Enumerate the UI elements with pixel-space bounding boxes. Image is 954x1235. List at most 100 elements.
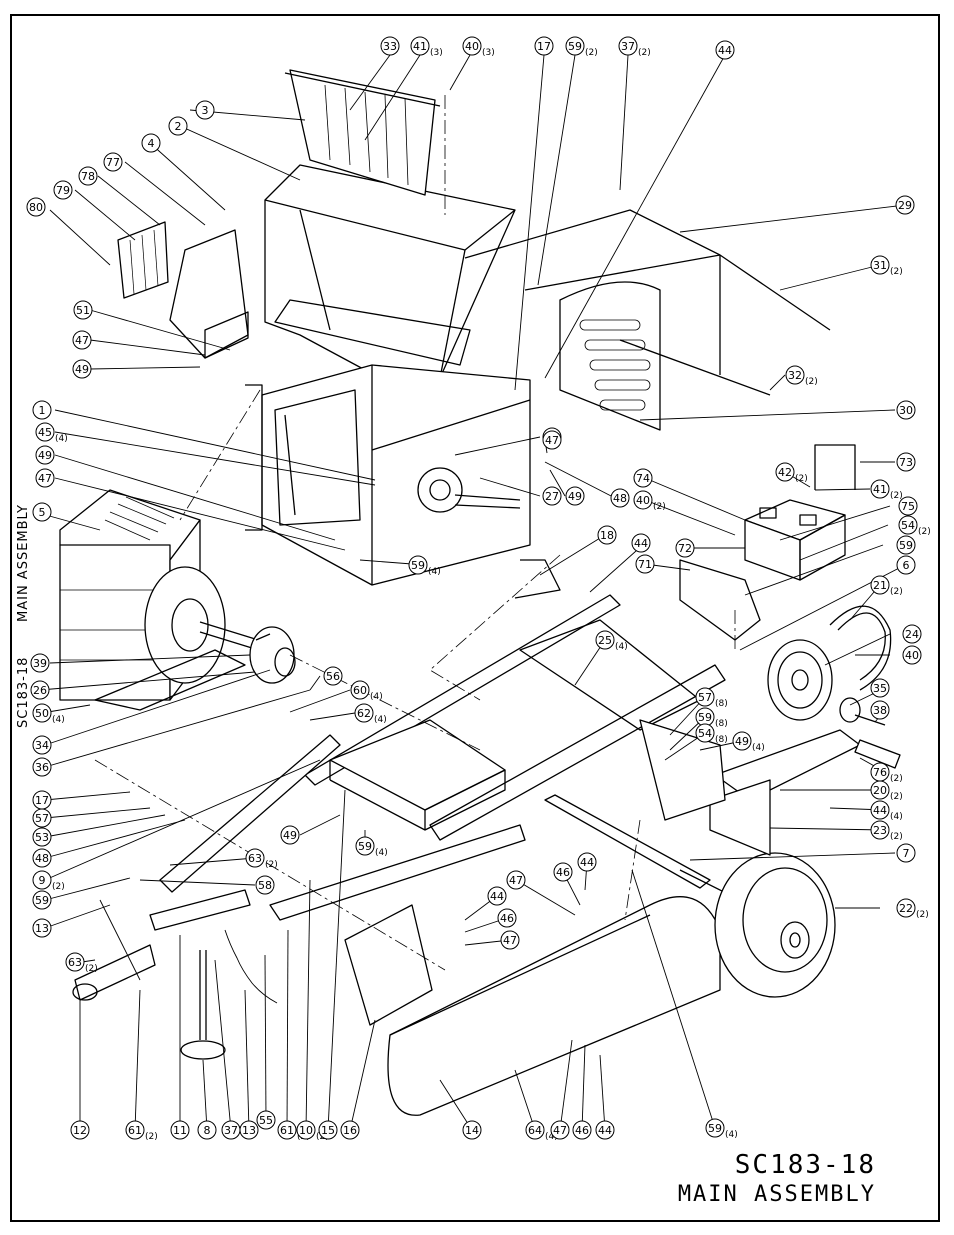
callout-59: 59(4) [705, 1118, 738, 1140]
callout-number: 36 [35, 761, 49, 774]
callout-6: 6 [896, 555, 916, 575]
title-drawing-name: MAIN ASSEMBLY [677, 1182, 876, 1207]
callout-number: 24 [905, 628, 919, 641]
callout-circle [70, 1120, 90, 1140]
callout-13: 13 [239, 1120, 259, 1140]
callout-number: 49 [75, 363, 89, 376]
callout-45: 45(4) [35, 422, 68, 444]
callout-circle [635, 554, 655, 574]
callout-34: 34 [32, 735, 52, 755]
callout-quantity: (2) [890, 491, 903, 501]
sheet-border [10, 14, 940, 1222]
callout-number: 61 [280, 1124, 294, 1137]
callout-circle [32, 827, 52, 847]
callout-number: 13 [35, 922, 49, 935]
callout-circle [870, 678, 890, 698]
callout-number: 46 [500, 912, 514, 925]
callout-number: 8 [204, 1124, 211, 1137]
callout-number: 15 [321, 1124, 335, 1137]
callout-47: 47 [35, 468, 55, 488]
callout-30: 30 [896, 400, 916, 420]
callout-circle [525, 1120, 545, 1140]
callout-5: 5 [32, 502, 52, 522]
callout-circle [318, 1120, 338, 1140]
callout-41: 41(3) [410, 36, 443, 58]
callout-number: 48 [35, 852, 49, 865]
callout-number: 26 [33, 684, 47, 697]
callout-circle [32, 808, 52, 828]
callout-number: 44 [634, 537, 648, 550]
callout-number: 2 [175, 120, 182, 133]
callout-circle [245, 848, 265, 868]
callout-circle [785, 365, 805, 385]
callout-number: 53 [35, 831, 49, 844]
callout-number: 31 [873, 259, 887, 272]
callout-circle [125, 1120, 145, 1140]
callout-circle [595, 630, 615, 650]
callout-circle [380, 36, 400, 56]
callout-33: 33 [380, 36, 400, 56]
callout-circle [618, 36, 638, 56]
callout-circle [565, 36, 585, 56]
callout-59: 59(4) [355, 836, 388, 858]
callout-35: 35 [870, 678, 890, 698]
callout-number: 47 [545, 434, 559, 447]
callout-44: 44 [715, 40, 735, 60]
callout-54: 54(8) [695, 723, 728, 745]
callout-number: 45 [38, 426, 52, 439]
callout-circle [296, 1120, 316, 1140]
callout-number: 23 [873, 824, 887, 837]
callout-number: 17 [537, 40, 551, 53]
callout-number: 6 [903, 559, 910, 572]
callout-8: 8 [197, 1120, 217, 1140]
callout-55: 55 [256, 1110, 276, 1130]
callout-circle [732, 731, 752, 751]
callout-number: 16 [343, 1124, 357, 1137]
callout-number: 47 [509, 874, 523, 887]
callout-circle [487, 886, 507, 906]
title-drawing-number: SC183-18 [734, 1150, 876, 1180]
callout-quantity: (2) [85, 964, 98, 974]
callout-59: 59(2) [565, 36, 598, 58]
callout-75: 75 [898, 496, 918, 516]
callout-51: 51 [73, 300, 93, 320]
callout-11: 11 [170, 1120, 190, 1140]
callout-circle [506, 870, 526, 890]
callout-62: 62(4) [354, 703, 387, 725]
callout-circle [870, 479, 890, 499]
callout-circle [577, 852, 597, 872]
fender [387, 896, 721, 1116]
callout-circle [72, 330, 92, 350]
callout-number: 56 [326, 670, 340, 683]
mounting-bracket [514, 559, 561, 599]
callout-quantity: (3) [482, 48, 495, 58]
callout-57: 57(8) [695, 687, 728, 709]
callout-number: 40 [636, 494, 650, 507]
callout-number: 79 [56, 184, 70, 197]
callout-number: 55 [259, 1114, 273, 1127]
callout-77: 77 [103, 152, 123, 172]
callout-49: 49 [72, 359, 92, 379]
callout-12: 12 [70, 1120, 90, 1140]
callout-number: 47 [503, 934, 517, 947]
callout-number: 76 [873, 766, 887, 779]
callout-number: 37 [224, 1124, 238, 1137]
callout-number: 49 [38, 449, 52, 462]
callout-44: 44 [577, 852, 597, 872]
callout-number: 44 [580, 856, 594, 869]
callout-circle [32, 848, 52, 868]
callout-circle [896, 555, 916, 575]
callout-39: 39 [30, 653, 50, 673]
callout-number: 4 [148, 137, 155, 150]
belt-guard [559, 281, 661, 431]
main-frame [304, 594, 726, 841]
callout-number: 49 [735, 735, 749, 748]
wheel [714, 852, 836, 998]
callout-number: 59 [899, 539, 913, 552]
callout-number: 59 [358, 840, 372, 853]
callout-quantity: (4) [374, 715, 387, 725]
callout-quantity: (4) [752, 743, 765, 753]
callout-circle [168, 116, 188, 136]
callout-number: 41 [873, 483, 887, 496]
